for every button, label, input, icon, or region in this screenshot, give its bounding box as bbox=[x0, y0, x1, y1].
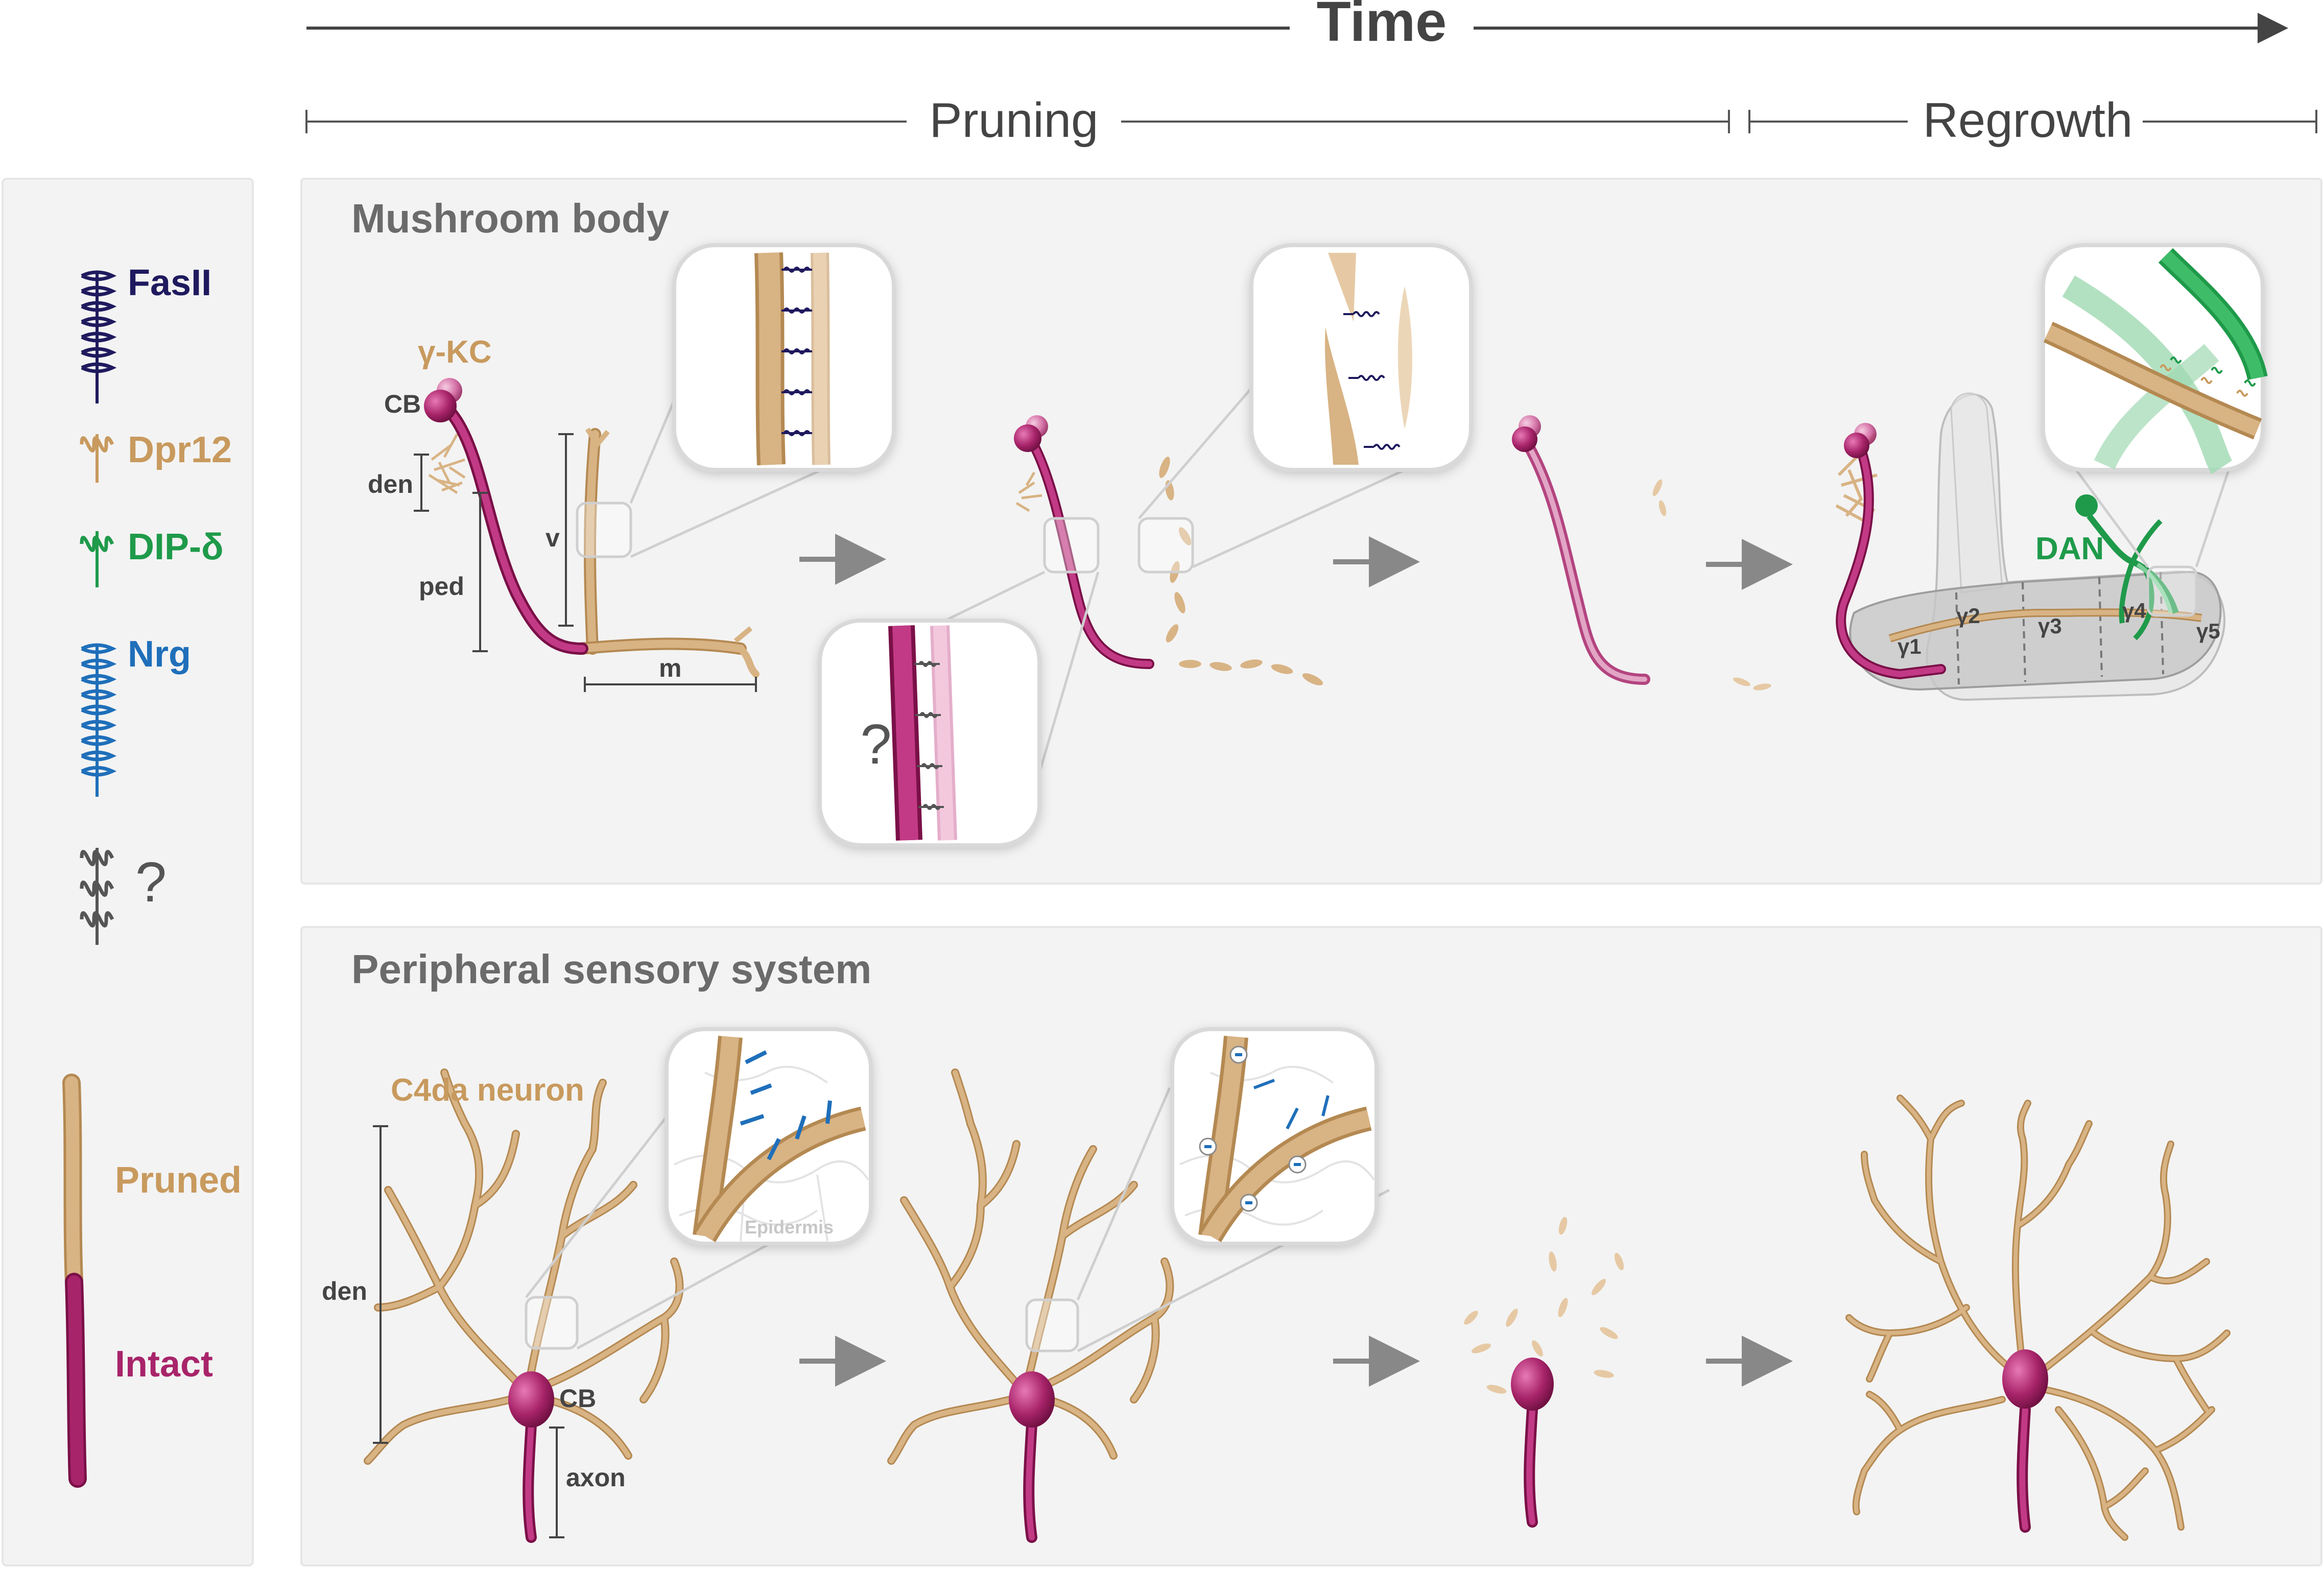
lobe-label-2: γ2 bbox=[1956, 604, 1980, 628]
sensory-panel: Peripheral sensory system bbox=[300, 926, 2322, 1566]
mb-dendrite-tuft bbox=[428, 433, 466, 494]
mb-zoom-box-3 bbox=[1137, 517, 1194, 574]
mb-den-label: den bbox=[368, 470, 413, 498]
time-arrow-icon bbox=[2258, 13, 2288, 43]
ps-inset-1: Epidermis bbox=[665, 1027, 873, 1246]
dan-label: DAN bbox=[2035, 531, 2104, 566]
mb-stage3-neuron bbox=[1512, 415, 1771, 691]
pruned-intact-neurite-icon bbox=[62, 1074, 87, 1488]
c4da-label: C4da neuron bbox=[391, 1073, 584, 1108]
epidermis-label: Epidermis bbox=[745, 1217, 834, 1238]
fasII-adhesions bbox=[781, 267, 812, 436]
legend-unknown-label: ? bbox=[135, 851, 167, 914]
mb-zoom-box-4 bbox=[2146, 565, 2198, 617]
gamma-lobe-outline bbox=[1849, 570, 2222, 691]
legend-pruned-label: Pruned bbox=[115, 1160, 242, 1201]
ps-den-label: den bbox=[322, 1277, 367, 1305]
legend-intact-label: Intact bbox=[115, 1344, 213, 1385]
ps-zoom-box-2 bbox=[1025, 1298, 1079, 1352]
time-axis: Time bbox=[306, 0, 2288, 53]
gamma-kc-label: γ-KC bbox=[418, 335, 492, 370]
lobe-label-3: γ3 bbox=[2038, 614, 2062, 638]
ps-cell-body bbox=[508, 1371, 554, 1428]
mb-inset-1 bbox=[672, 243, 896, 472]
mb-zoom-box-1 bbox=[576, 502, 632, 558]
mb-m-label: m bbox=[659, 654, 681, 682]
mb-stage1-neuron: γ-KC CB den ped v m bbox=[368, 335, 890, 692]
mb-inset-2 bbox=[1249, 243, 1473, 472]
ps-cb-label: CB bbox=[559, 1384, 596, 1413]
mb-fragments-2 bbox=[1159, 457, 1323, 685]
ps-zoom-box-1 bbox=[525, 1296, 579, 1350]
nrg-adhesions bbox=[740, 1050, 832, 1160]
mb-ped-label: ped bbox=[419, 572, 464, 601]
pruning-label: Pruning bbox=[930, 93, 1099, 148]
regrowth-label: Regrowth bbox=[1923, 93, 2133, 148]
dpr12-icon bbox=[80, 434, 114, 483]
nrg-coil-icon bbox=[81, 643, 117, 797]
ps-inset-2 bbox=[1170, 1027, 1379, 1246]
mb-question-label: ? bbox=[860, 713, 891, 776]
legend-nrg-label: Nrg bbox=[128, 634, 191, 675]
mb-stage2-neuron bbox=[939, 387, 1462, 782]
sensory-title: Peripheral sensory system bbox=[351, 946, 871, 992]
legend-dpr12-label: Dpr12 bbox=[128, 430, 232, 470]
mb-stage4-regrowth: DAN γ1 γ2 γ3 γ4 γ5 bbox=[1835, 392, 2234, 701]
ps-stage1-neuron: C4da neuron den CB axon bbox=[322, 1068, 869, 1543]
mb-cb-label: CB bbox=[384, 390, 421, 418]
mb-v-label: v bbox=[546, 524, 560, 552]
ps-stage3-neuron bbox=[1464, 1217, 1624, 1528]
lobe-label-5: γ5 bbox=[2196, 619, 2220, 643]
time-label: Time bbox=[1317, 0, 1447, 53]
unknown-molecule-icon bbox=[80, 848, 114, 945]
mb-cell-body bbox=[424, 390, 457, 422]
lobe-label-4: γ4 bbox=[2122, 599, 2146, 623]
mb-zoom-box-2 bbox=[1043, 517, 1100, 574]
mb-inset-4 bbox=[2041, 243, 2268, 474]
legend-panel: FasII Dpr12 DIP-δ Nrg ? bbox=[2, 178, 254, 1566]
dip-delta-icon bbox=[80, 531, 114, 587]
mushroom-body-title: Mushroom body bbox=[351, 196, 670, 241]
ps-fragments bbox=[1464, 1217, 1624, 1394]
phase-bar: Pruning Regrowth bbox=[305, 93, 2317, 148]
ps-axon-label: axon bbox=[566, 1463, 626, 1492]
ps-stage4-regrowth bbox=[1845, 1095, 2231, 1541]
legend-dip-delta-label: DIP-δ bbox=[128, 527, 224, 567]
ps-stage2-neuron bbox=[887, 1068, 1390, 1543]
mb-inset-3: ? bbox=[818, 619, 1041, 847]
mushroom-body-panel: Mushroom body γ-KC CB bbox=[300, 178, 2322, 885]
legend-fasII-label: FasII bbox=[128, 263, 211, 303]
dan-neuron bbox=[2075, 494, 2179, 640]
lobe-label-1: γ1 bbox=[1898, 634, 1922, 658]
fasII-coil-icon bbox=[81, 270, 117, 403]
